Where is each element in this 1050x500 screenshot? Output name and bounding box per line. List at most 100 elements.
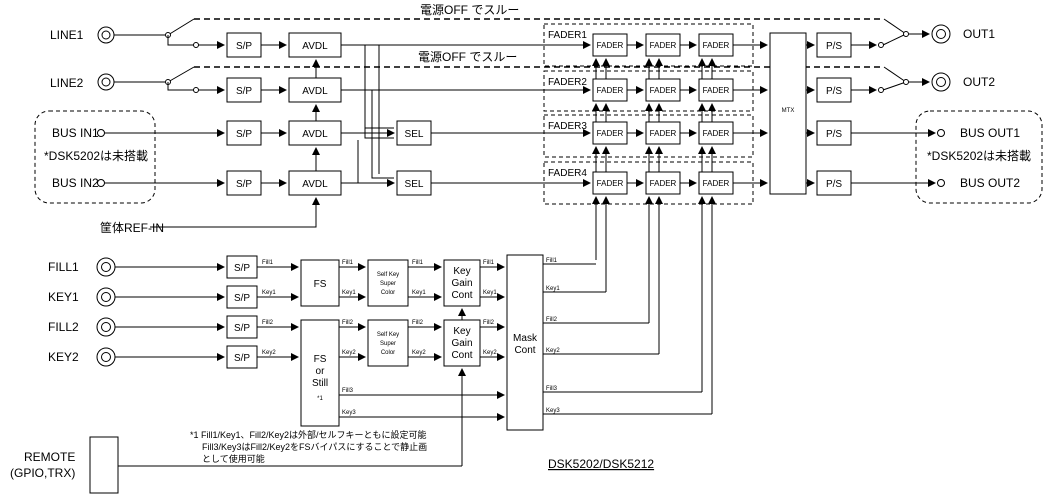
bus-in2-connector [97,179,105,187]
fader-1-3: FADER [698,33,734,57]
svg-text:Key2: Key2 [546,348,560,354]
self-key-block-2: Self Key Super Color [367,319,409,367]
key-gain-block-1: Key Gain Cont [443,259,481,307]
sel-block-2: SEL [396,170,432,196]
svg-text:Self Key: Self Key [377,332,399,338]
fader-3-2: FADER [645,121,681,145]
fader-4-2: FADER [645,171,681,195]
line1-label: LINE1 [50,28,84,42]
note-line-2: Fill3/Key3はFill2/Key2をFSバイパスにすることで静止画 [202,441,427,452]
bus-out2-label: BUS OUT2 [960,176,1020,190]
svg-text:Gain: Gain [451,338,472,349]
svg-text:P/S: P/S [826,86,842,97]
svg-text:Color: Color [381,290,395,296]
ps-block-3: P/S [816,120,852,146]
svg-text:Fill2: Fill2 [262,320,274,326]
svg-text:FADER: FADER [703,129,730,138]
svg-text:P/S: P/S [826,179,842,190]
remote-label-2: (GPIO,TRX) [10,466,75,480]
model-label: DSK5202/DSK5212 [548,457,654,471]
fader-group-4: FADER4 [543,161,754,205]
svg-text:*1: *1 [317,396,323,402]
svg-text:Key1: Key1 [483,290,497,296]
svg-text:S/P: S/P [234,263,250,274]
fader-1-1: FADER [592,33,628,57]
svg-text:FADER: FADER [650,179,677,188]
svg-text:Fill2: Fill2 [412,320,424,326]
bus-out-group [915,110,1043,204]
out2-connector [931,72,951,92]
svg-text:Key2: Key2 [262,350,276,356]
svg-text:Key3: Key3 [546,408,560,414]
line2-label: LINE2 [50,76,84,90]
svg-text:Fill2: Fill2 [342,320,354,326]
svg-text:Fill1: Fill1 [546,258,558,264]
svg-text:Mask: Mask [513,333,538,344]
dsk-note-left: *DSK5202は未搭載 [44,149,148,163]
svg-text:Super: Super [380,281,396,287]
remote-block [89,436,119,494]
fader-3-3: FADER [698,121,734,145]
avdl-block-3: AVDL [288,120,342,146]
ps-block-2: P/S [816,77,852,103]
svg-text:S/P: S/P [236,86,252,97]
svg-text:Fill1: Fill1 [342,260,354,266]
svg-text:Key3: Key3 [342,410,356,416]
svg-text:P/S: P/S [826,41,842,52]
key1-connector [96,287,116,307]
svg-text:FADER: FADER [703,179,730,188]
svg-text:FADER1: FADER1 [548,30,587,41]
fader-1-2: FADER [645,33,681,57]
key2-label: KEY2 [48,350,79,364]
avdl-block-4: AVDL [288,170,342,196]
svg-text:Key: Key [453,266,470,277]
svg-text:Gain: Gain [451,278,472,289]
svg-text:Key1: Key1 [262,290,276,296]
svg-text:Fill1: Fill1 [483,260,495,266]
bus-in1-label: BUS IN1 [52,126,99,140]
fader-3-1: FADER [592,121,628,145]
bus-out2-connector [937,179,945,187]
svg-text:FS: FS [314,279,327,290]
svg-text:Key2: Key2 [342,350,356,356]
svg-text:Color: Color [381,350,395,356]
bus-in2-label: BUS IN2 [52,176,99,190]
sp-block-key2: S/P [226,345,258,369]
svg-text:Self Key: Self Key [377,272,399,278]
svg-text:FADER: FADER [597,129,624,138]
ps-block-1: P/S [816,32,852,58]
svg-text:SEL: SEL [405,129,424,140]
svg-text:FADER: FADER [650,129,677,138]
sp-block-key1: S/P [226,285,258,309]
svg-text:Fill3: Fill3 [546,386,558,392]
svg-text:FADER: FADER [703,41,730,50]
svg-text:FADER: FADER [597,41,624,50]
svg-text:or: or [316,366,326,377]
avdl-block-2: AVDL [288,77,342,103]
sp-block-1: S/P [226,32,262,58]
bus-out1-label: BUS OUT1 [960,126,1020,140]
sp-block-fill2: S/P [226,315,258,339]
line2-connector [97,73,115,91]
svg-text:Still: Still [312,378,328,389]
fs-block: FS [300,259,340,307]
sp-block-2: S/P [226,77,262,103]
svg-text:S/P: S/P [236,129,252,140]
fader-2-3: FADER [698,78,734,102]
fader-4-1: FADER [592,171,628,195]
svg-text:AVDL: AVDL [302,179,328,190]
sp-block-3: S/P [226,120,262,146]
fader-2-2: FADER [645,78,681,102]
self-key-block-1: Self Key Super Color [367,259,409,307]
fader-group-3: FADER3 [543,114,754,158]
svg-text:FADER3: FADER3 [548,121,587,132]
sel-block-1: SEL [396,120,432,146]
svg-text:Fill1: Fill1 [412,260,424,266]
svg-text:S/P: S/P [236,179,252,190]
svg-text:FADER: FADER [650,86,677,95]
bypass-label-mid: 電源OFF でスルー [418,50,517,64]
svg-text:Cont: Cont [514,345,535,356]
fader-group-1: FADER1 [543,23,754,67]
fill1-label: FILL1 [48,260,79,274]
